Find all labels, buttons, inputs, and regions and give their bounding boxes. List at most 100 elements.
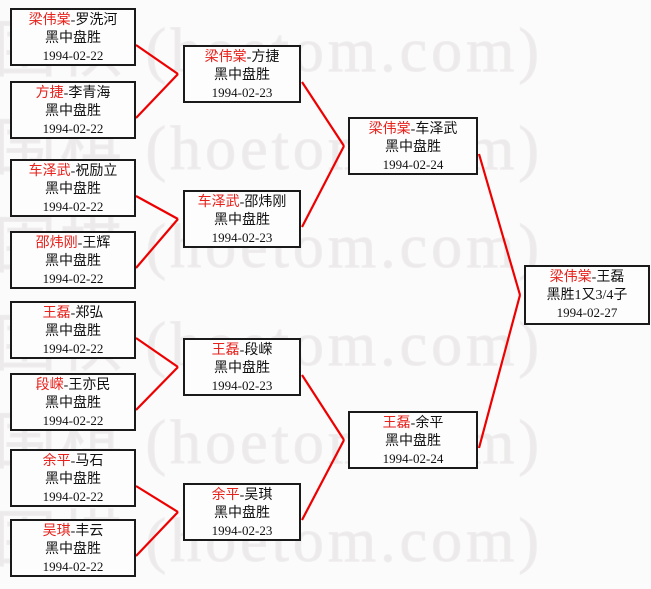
match-loser-name: 郑弘 bbox=[75, 306, 104, 321]
match-winner-name: 梁伟棠 bbox=[204, 50, 247, 65]
match-date: 1994-02-22 bbox=[42, 412, 104, 428]
connector-r1-m1 bbox=[135, 44, 179, 75]
match-result: 黑中盘胜 bbox=[45, 541, 101, 557]
match-winner-name: 车泽武 bbox=[197, 195, 240, 210]
match-winner-name: 邵炜刚 bbox=[35, 236, 78, 251]
match-date: 1994-02-23 bbox=[211, 229, 273, 245]
match-separator: - bbox=[239, 195, 245, 210]
match-loser-name: 丰云 bbox=[75, 524, 104, 539]
match-separator: - bbox=[63, 378, 69, 393]
match-separator: - bbox=[63, 86, 69, 101]
match-players: 余平-马石 bbox=[12, 453, 134, 471]
match-players: 车泽武-邵炜刚 bbox=[185, 194, 299, 212]
match-players: 梁伟棠-车泽武 bbox=[350, 121, 476, 139]
match-loser-name: 李青海 bbox=[68, 86, 111, 101]
match-winner-name: 梁伟棠 bbox=[368, 122, 411, 137]
match-winner-name: 余平 bbox=[211, 488, 240, 503]
match-separator: - bbox=[77, 236, 83, 251]
match-loser-name: 余平 bbox=[415, 416, 444, 431]
match-players: 王磊-段嵘 bbox=[185, 342, 299, 360]
match-date: 1994-02-24 bbox=[382, 156, 444, 172]
connector-r1-m5 bbox=[135, 337, 179, 368]
match-result: 黑中盘胜 bbox=[45, 253, 101, 269]
match-date: 1994-02-23 bbox=[211, 84, 273, 100]
match-separator: - bbox=[70, 524, 76, 539]
connector-r3-m2 bbox=[477, 294, 522, 449]
match-date: 1994-02-23 bbox=[211, 377, 273, 393]
match-loser-name: 吴琪 bbox=[244, 488, 273, 503]
match-date: 1994-02-22 bbox=[42, 120, 104, 136]
connector-r1-m4 bbox=[135, 218, 179, 269]
match-result: 黑中盘胜 bbox=[214, 67, 270, 83]
connector-r1-m7 bbox=[135, 485, 179, 513]
match-separator: - bbox=[70, 454, 76, 469]
match-date: 1994-02-22 bbox=[42, 340, 104, 356]
match-separator: - bbox=[70, 164, 76, 179]
match-winner-name: 王磊 bbox=[42, 306, 71, 321]
match-loser-name: 车泽武 bbox=[415, 122, 458, 137]
match-separator: - bbox=[239, 343, 245, 358]
match-loser-name: 邵炜刚 bbox=[244, 195, 287, 210]
match-separator: - bbox=[591, 270, 597, 285]
match-result: 黑中盘胜 bbox=[214, 212, 270, 228]
connector-r2-m2 bbox=[301, 145, 345, 228]
match-separator: - bbox=[70, 306, 76, 321]
match-players: 王磊-郑弘 bbox=[12, 305, 134, 323]
connector-r1-m6 bbox=[135, 366, 179, 411]
match-separator: - bbox=[239, 488, 245, 503]
match-loser-name: 王辉 bbox=[82, 236, 111, 251]
connector-r2-m4 bbox=[301, 439, 345, 521]
match-result: 黑中盘胜 bbox=[45, 103, 101, 119]
connector-r1-m8 bbox=[135, 511, 179, 557]
match-date: 1994-02-27 bbox=[556, 304, 618, 320]
match-result: 黑中盘胜 bbox=[45, 181, 101, 197]
match-separator: - bbox=[410, 122, 416, 137]
match-result: 黑胜1又3/4子 bbox=[546, 287, 628, 303]
match-winner-name: 吴琪 bbox=[42, 524, 71, 539]
connector-r1-m3 bbox=[135, 195, 179, 220]
match-date: 1994-02-22 bbox=[42, 47, 104, 63]
match-winner-name: 余平 bbox=[42, 454, 71, 469]
match-loser-name: 方捷 bbox=[251, 50, 280, 65]
match-players: 梁伟棠-王磊 bbox=[526, 269, 648, 287]
match-winner-name: 王磊 bbox=[211, 343, 240, 358]
match-loser-name: 王磊 bbox=[596, 270, 625, 285]
match-separator: - bbox=[70, 13, 76, 28]
match-date: 1994-02-22 bbox=[42, 270, 104, 286]
match-players: 王磊-余平 bbox=[350, 415, 476, 433]
connector-r3-m1 bbox=[477, 153, 522, 296]
match-loser-name: 祝励立 bbox=[75, 164, 118, 179]
match-players: 梁伟棠-方捷 bbox=[185, 49, 299, 67]
match-players: 段嵘-王亦民 bbox=[12, 377, 134, 395]
match-winner-name: 王磊 bbox=[382, 416, 411, 431]
match-date: 1994-02-23 bbox=[211, 522, 273, 538]
match-date: 1994-02-22 bbox=[42, 488, 104, 504]
match-players: 方捷-李青海 bbox=[12, 85, 134, 103]
match-winner-name: 车泽武 bbox=[28, 164, 71, 179]
match-date: 1994-02-22 bbox=[42, 198, 104, 214]
match-loser-name: 段嵘 bbox=[244, 343, 273, 358]
match-result: 黑中盘胜 bbox=[214, 505, 270, 521]
match-result: 黑中盘胜 bbox=[45, 30, 101, 46]
match-result: 黑中盘胜 bbox=[45, 395, 101, 411]
match-loser-name: 罗洗河 bbox=[75, 13, 118, 28]
match-result: 黑中盘胜 bbox=[385, 433, 441, 449]
match-loser-name: 王亦民 bbox=[68, 378, 111, 393]
match-players: 吴琪-丰云 bbox=[12, 523, 134, 541]
match-winner-name: 梁伟棠 bbox=[549, 270, 592, 285]
